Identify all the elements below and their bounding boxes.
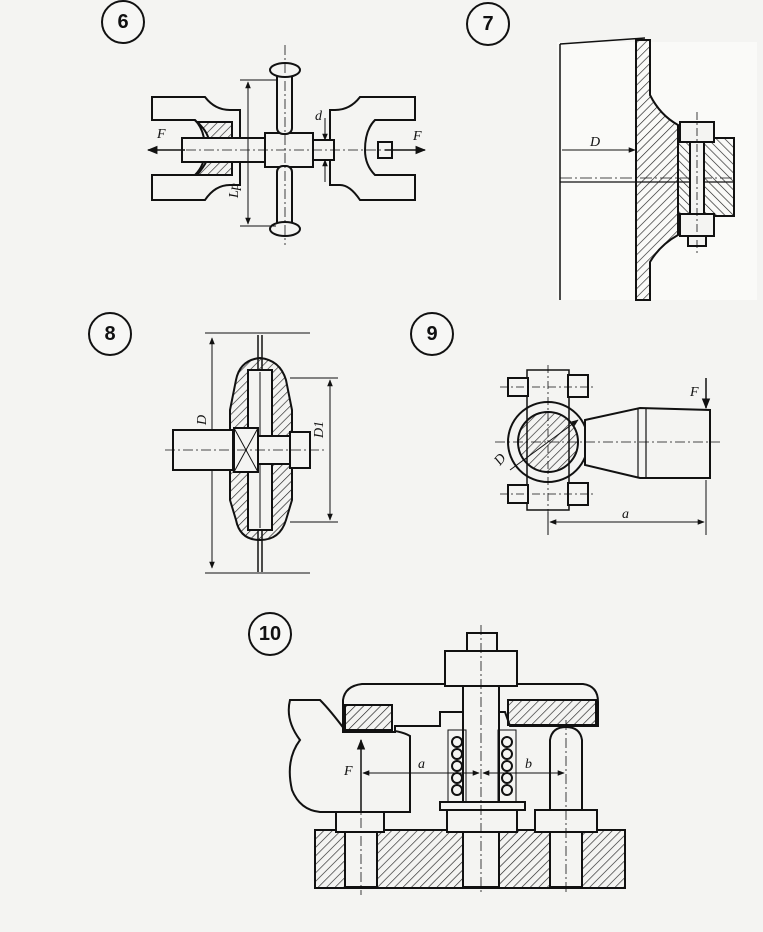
figure-6-force-left-label: F: [156, 127, 166, 142]
figure-8-number: 8: [88, 312, 132, 356]
figure-6-number: 6: [101, 0, 145, 44]
figure-9-diameter-label: D: [491, 451, 510, 469]
figure-10-b-label: b: [525, 757, 532, 772]
figure-7-diameter-label: D: [589, 135, 600, 150]
figure-6-lp-label: Lp: [227, 183, 242, 199]
figure-10-number: 10: [248, 612, 292, 656]
figure-9-number: 9: [410, 312, 454, 356]
figure-6-d-label: d: [315, 109, 323, 124]
figure-10-strap-clamp: [287, 625, 626, 895]
figure-8-disc-coupling: [165, 332, 338, 574]
figure-10-a-label: a: [418, 757, 425, 772]
figure-9-force-label: F: [689, 385, 699, 400]
figure-8-diameter-label: D: [195, 415, 210, 426]
figure-7-flange-joint: [557, 37, 757, 301]
figure-6-force-right-label: F: [412, 129, 422, 144]
figure-7-number: 7: [466, 2, 510, 46]
figure-8-diameter1-label: D1: [312, 421, 327, 439]
figure-6-turnbuckle: [146, 45, 427, 245]
figure-9-arm-label: a: [622, 507, 629, 522]
figure-10-force-label: F: [343, 764, 353, 779]
figure-9-clamped-lever: [495, 365, 720, 535]
